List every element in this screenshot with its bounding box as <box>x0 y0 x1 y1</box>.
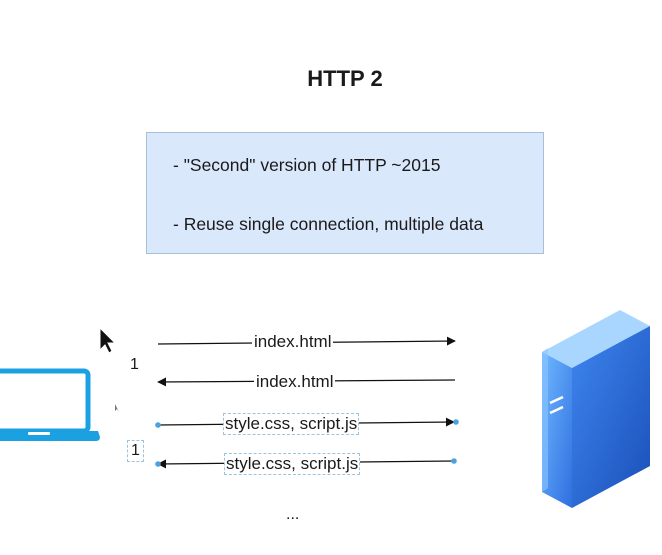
server-icon <box>542 310 650 508</box>
arrow-label: style.css, script.js <box>224 453 361 475</box>
cursor-trace <box>115 404 119 412</box>
diagram-title: HTTP 2 <box>307 66 383 91</box>
connection-label: 1 <box>127 440 144 462</box>
arrow-label: index.html <box>252 332 334 352</box>
notes-box[interactable]: - "Second" version of HTTP ~2015 - Reuse… <box>146 132 544 254</box>
ellipsis: ... <box>286 506 300 523</box>
note-line: - Reuse single connection, multiple data <box>173 214 484 234</box>
arrow-label: index.html <box>254 372 336 392</box>
arrow-label: style.css, script.js <box>223 413 360 435</box>
laptop-icon <box>0 368 100 441</box>
connection-label: 1 <box>130 356 139 373</box>
note-line: - "Second" version of HTTP ~2015 <box>173 155 441 175</box>
mouse-cursor-icon <box>99 326 117 354</box>
